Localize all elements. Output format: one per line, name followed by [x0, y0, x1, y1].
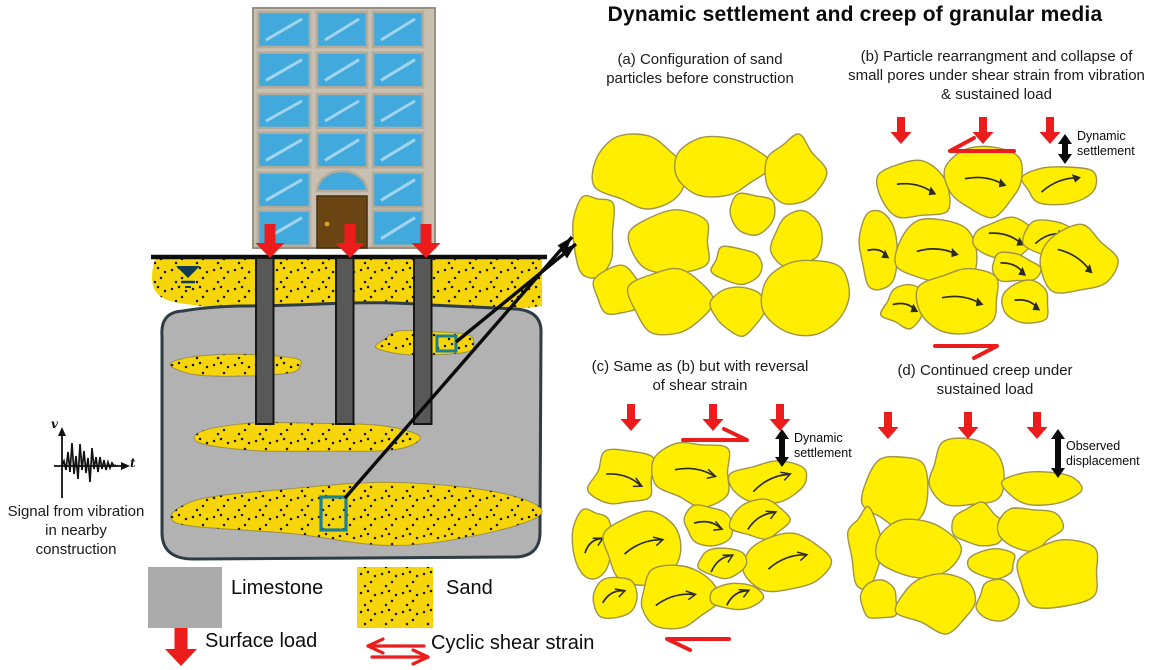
- caption-panel-c: (c) Same as (b) but with reversal of she…: [591, 358, 809, 395]
- vibration-signal-waveform: [54, 427, 130, 498]
- panel-c-particles: [571, 404, 833, 652]
- zoom-box-small: [435, 334, 458, 353]
- caption-panel-d: (d) Continued creep under sustained load: [897, 362, 1073, 399]
- surface-load-icon: [165, 628, 197, 666]
- legend: [148, 567, 433, 666]
- legend-limestone-swatch: [148, 567, 222, 628]
- load-arrow-icon: [702, 404, 724, 431]
- load-arrow-icon: [972, 117, 994, 144]
- callout: [319, 235, 578, 532]
- cyclic-shear-icon: [366, 637, 430, 666]
- zoom-box-large: [319, 495, 348, 532]
- building-load-arrows: [255, 224, 441, 258]
- panel-a-particles: [571, 133, 851, 338]
- load-arrow-icon: [877, 412, 899, 439]
- shear-strain-arrow-top: [681, 427, 749, 442]
- water-table-icon: [176, 266, 200, 288]
- caption-panel-b: (b) Particle rearrangment and collapse o…: [848, 48, 1145, 104]
- load-arrow-icon: [1039, 117, 1061, 144]
- shear-strain-arrow-top: [948, 136, 1016, 153]
- shear-strain-arrow-bottom: [665, 637, 731, 652]
- legend-limestone-label: Limestone: [231, 577, 324, 599]
- figure-title: Dynamic settlement and creep of granular…: [607, 3, 1103, 26]
- building: [252, 7, 436, 249]
- load-arrow-icon: [620, 404, 642, 431]
- legend-cyclic-shear-label: Cyclic shear strain: [431, 632, 595, 654]
- load-arrow-icon: [957, 412, 979, 439]
- legend-surface-load-label: Surface load: [205, 630, 318, 652]
- foundation-piles: [255, 257, 433, 425]
- label-vibration-signal: Signal from vibration in nearby construc…: [7, 503, 145, 559]
- axis-v-label: v: [51, 417, 58, 431]
- load-arrow-icon: [1026, 412, 1048, 439]
- legend-sand-label: Sand: [446, 577, 493, 599]
- caption-panel-a: (a) Configuration of sand particles befo…: [606, 51, 794, 88]
- axis-t-label: t: [130, 456, 136, 470]
- label-dynamic-settlement-b: Dynamic settlement: [1077, 129, 1135, 158]
- label-observed-displacement: Observed displacement: [1066, 439, 1140, 468]
- shear-strain-arrow-bottom: [933, 344, 999, 360]
- panel-b-particles: [858, 117, 1119, 360]
- panel-d-particles: [846, 412, 1099, 635]
- load-arrow-icon: [890, 117, 912, 144]
- load-arrow-icon: [769, 404, 791, 431]
- label-dynamic-settlement-c: Dynamic settlement: [794, 431, 852, 460]
